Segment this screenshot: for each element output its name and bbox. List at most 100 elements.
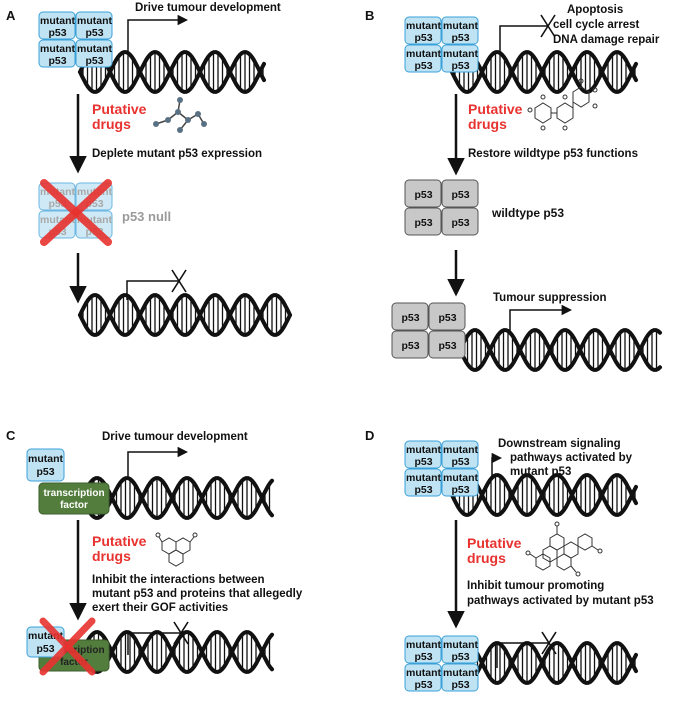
dna-helix [78, 50, 266, 94]
wildtype-p53-box: p53 [391, 330, 429, 359]
molecule-icon [525, 521, 603, 577]
promoter-line [499, 25, 548, 51]
box-label-line1: mutant [406, 472, 442, 484]
action-line-1: Inhibit the interactions between [92, 574, 265, 586]
box-label-line1: mutant [406, 444, 442, 456]
box-label-line1: mutant [77, 43, 113, 55]
wildtype-p53-complex: p53 p53 p53 p53 [404, 179, 479, 236]
promoter-arrow-icon [491, 452, 503, 478]
drugs-label-line2: drugs [467, 550, 506, 566]
box-label-line1: mutant [406, 667, 442, 679]
wildtype-p53-box: p53 [428, 302, 466, 331]
drugs-label-line2: drugs [92, 548, 131, 564]
panel-letter-c: C [6, 428, 16, 443]
suppression-label: Tumour suppression [493, 292, 607, 304]
box-label-line2: p53 [48, 27, 66, 39]
panel-letter-d: D [365, 428, 374, 443]
box-label-line2: p53 [36, 466, 54, 478]
box-label-line1: mutant [443, 444, 479, 456]
outcome-3: DNA damage repair [553, 34, 660, 46]
box-label-line1: mutant [77, 15, 113, 27]
transcription-factor-box [38, 482, 110, 515]
mutant-p53-box: mutant p53 [26, 448, 65, 482]
outcome-1: Apoptosis [567, 4, 623, 16]
action-line-3: exert their GOF activities [92, 602, 228, 614]
box-label: p53 [451, 189, 469, 201]
tf-label-line1: transcription [43, 488, 104, 499]
action-line-2: mutant p53 and proteins that allegedly [92, 588, 303, 600]
box-label-line2: p53 [85, 27, 103, 39]
outcome-2: cell cycle arrest [553, 19, 639, 31]
wildtype-p53-box: p53 [441, 207, 479, 236]
box-label: p53 [414, 217, 432, 229]
dna-helix [458, 328, 662, 372]
promoter-line [126, 280, 178, 300]
tf-label-line2: factor [60, 657, 88, 668]
box-label: p53 [451, 217, 469, 229]
box-label-line2: p53 [85, 55, 103, 67]
box-label-line1: mutant [28, 453, 64, 465]
drugs-label-line1: Putative [92, 533, 147, 549]
box-label: p53 [401, 340, 419, 352]
drugs-label-line2: drugs [92, 116, 131, 132]
box-label-line2: p53 [414, 60, 432, 72]
box-label-line2: p53 [451, 484, 469, 496]
box-label: p53 [401, 312, 419, 324]
box-label-line1: mutant [40, 15, 76, 27]
promoter-arrow-icon [127, 14, 189, 51]
signal-line-3: mutant p53 [510, 466, 571, 478]
cross-icon [40, 179, 112, 246]
box-label-line2: p53 [48, 55, 66, 67]
box-label-line1: mutant [443, 639, 479, 651]
blocked-arrow-icon [173, 621, 189, 645]
blocked-arrow-icon [540, 14, 556, 38]
wildtype-label: wildtype p53 [491, 206, 564, 220]
drugs-label-line1: Putative [92, 101, 147, 117]
box-label-line1: mutant [406, 48, 442, 60]
box-label: p53 [414, 189, 432, 201]
drive-label: Drive tumour development [102, 431, 248, 443]
signal-line-2: pathways activated by [510, 452, 633, 464]
box-label-line2: p53 [36, 643, 54, 655]
molecule-icon [155, 532, 198, 567]
box-label-line2: p53 [414, 32, 432, 44]
molecule-icon [527, 78, 598, 131]
blocked-arrow-icon [541, 631, 557, 655]
box-label-line2: p53 [414, 484, 432, 496]
promoter-line [496, 642, 548, 668]
action-label: Restore wildtype p53 functions [468, 148, 638, 160]
promoter-arrow-icon [127, 446, 189, 477]
drugs-label-line1: Putative [467, 535, 522, 551]
panel-letter-a: A [6, 8, 16, 23]
action-line-2: pathways activated by mutant p53 [467, 595, 654, 607]
box-label-line1: mutant [443, 667, 479, 679]
dna-helix [80, 476, 274, 520]
drive-label: Drive tumour development [135, 2, 281, 14]
box-label-line1: mutant [443, 472, 479, 484]
tf-label-line2: factor [60, 500, 88, 511]
promoter-arrow-icon [509, 304, 573, 333]
box-label-line2: p53 [451, 60, 469, 72]
box-label-line2: p53 [451, 651, 469, 663]
box-label-line2: p53 [414, 651, 432, 663]
null-label: p53 null [122, 209, 171, 224]
box-label-line1: mutant [406, 20, 442, 32]
action-label: Deplete mutant p53 expression [92, 148, 262, 160]
